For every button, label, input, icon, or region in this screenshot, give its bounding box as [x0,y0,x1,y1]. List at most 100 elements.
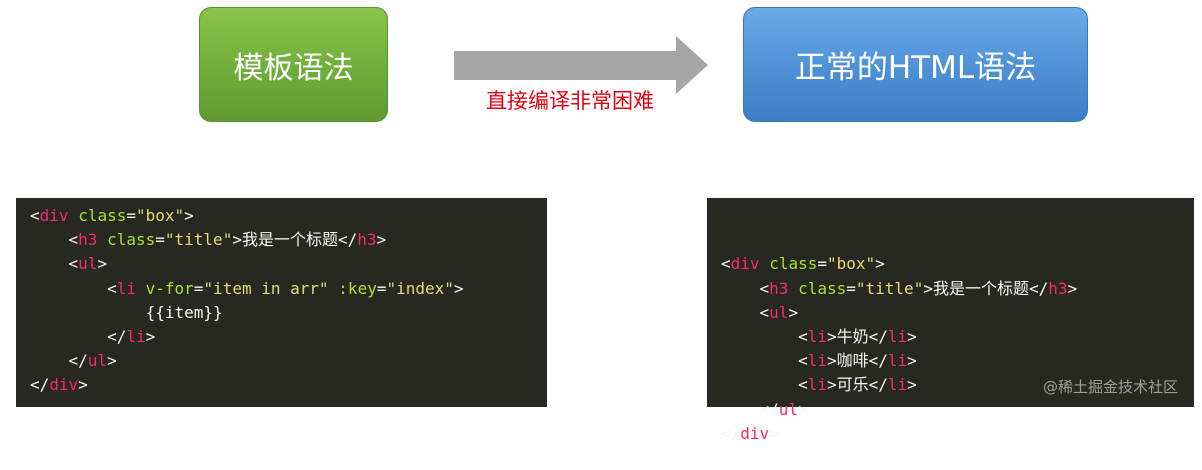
code-token: li [807,351,827,371]
code-token: </ [1028,278,1049,298]
code-line: <li>咖啡</li> [721,349,1194,373]
code-token: > [907,326,917,346]
code-line: <div class="box"> [721,252,1194,276]
code-token: class [78,206,127,225]
code-indent [30,230,69,249]
code-token: > [788,302,799,322]
code-token: 我是一个标题 [932,278,1029,298]
code-token: > [78,375,88,395]
code-token: > [875,254,885,274]
code-token: </ [759,399,779,419]
template-code-block: <div class="box"> <h3 class="title">我是一个… [16,198,547,407]
code-indent [721,303,760,322]
code-token: "index" [386,278,454,298]
compile-arrow [454,36,708,94]
code-token: < [759,302,770,322]
code-token: < [721,254,731,274]
code-line: <ul> [721,301,1194,325]
code-token: 我是一个标题 [241,230,338,250]
code-indent [721,375,798,394]
code-token: h3 [78,230,98,250]
code-indent [30,351,69,370]
code-token [97,230,107,249]
code-token: li [807,326,827,346]
code-indent [721,400,760,419]
code-indent [721,279,760,298]
html-syntax-box: 正常的HTML语法 [743,7,1088,122]
code-indent [30,303,146,322]
code-token: > [97,254,108,274]
code-token: > [107,351,117,371]
code-token: > [769,423,779,443]
code-token: h3 [357,230,377,250]
code-token: "box" [827,254,876,274]
code-indent [30,279,107,298]
code-token: </ [721,423,741,443]
code-token [136,279,146,298]
code-token: ul [78,254,98,274]
code-indent [721,327,798,346]
arrow-shape [454,36,708,94]
code-token: = [193,278,204,298]
code-token: > [453,278,464,298]
code-token: h3 [1048,278,1068,298]
code-token: li [887,326,908,346]
code-token: div [49,375,79,395]
code-token: > [907,351,917,371]
code-token: div [740,423,770,443]
code-token: </ [107,326,127,346]
code-line: </li> [30,325,547,349]
code-token: < [798,375,808,395]
code-line: <li>牛奶</li> [721,325,1194,349]
code-token: < [107,278,117,298]
code-token: </ [868,351,888,371]
code-token: ul [769,302,789,322]
code-token: div [730,254,760,274]
code-token: > [826,326,837,346]
code-token: > [826,375,837,395]
code-token: < [798,326,808,346]
code-line: </div> [30,373,547,397]
code-line: </div> [721,422,1194,446]
code-token: < [759,278,770,298]
code-token: v-for [145,278,194,298]
code-token: < [798,351,808,371]
code-token: h3 [769,278,789,298]
html-code-block: <div class="box"> <h3 class="title">我是一个… [707,198,1194,443]
code-token: </ [868,375,888,395]
code-token: = [155,230,165,250]
code-token: "box" [136,206,185,225]
code-token: 可乐 [836,375,869,395]
code-token: > [376,230,387,250]
code-token: "title" [855,278,924,298]
watermark: @稀土掘金技术社区 [1042,377,1178,396]
code-indent [30,327,107,346]
code-token: > [798,399,808,419]
code-line: {{item}} [30,301,547,325]
code-token: > [1067,278,1078,298]
code-line: <div class="box"> [30,204,547,228]
code-token: </ [868,326,888,346]
code-line: <li>可乐</li> [721,373,1194,397]
code-token: </ [30,375,50,395]
code-token [788,279,798,298]
code-token [329,279,339,298]
code-token: li [807,375,827,395]
code-token: div [39,206,69,225]
code-token: ul [778,399,799,419]
code-token: > [184,206,194,225]
code-indent [721,351,798,370]
code-token: class [769,254,818,274]
code-token: = [126,206,136,225]
code-line: </ul> [30,349,547,373]
code-token: 牛奶 [836,326,869,346]
code-token: class [107,230,156,250]
code-token: < [68,230,79,250]
html-syntax-label: 正常的HTML语法 [794,50,1037,86]
code-token: li [887,375,908,395]
code-token: < [30,206,40,225]
code-token: {{item}} [145,302,223,322]
code-token: li [116,278,136,298]
code-token: </ [337,230,358,250]
code-indent [30,254,69,273]
